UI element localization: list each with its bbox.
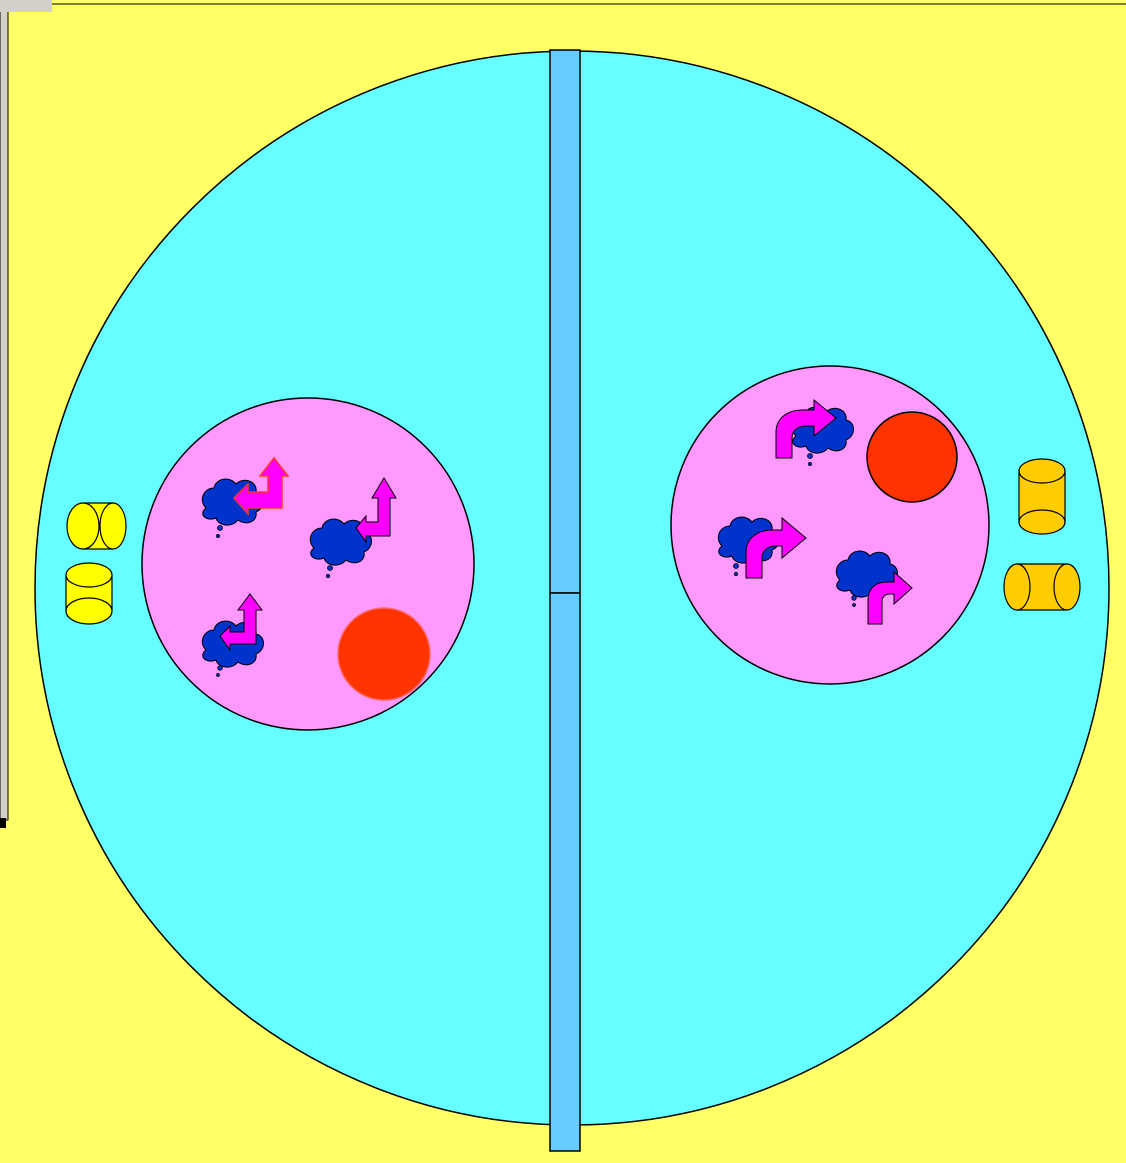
divider-top <box>550 50 580 593</box>
cylinder-right-vertical <box>1019 459 1065 534</box>
red-ball-right <box>867 412 957 502</box>
cylinder-left-horizontal <box>67 503 126 549</box>
red-ball-left <box>338 608 430 700</box>
left-frame-mark <box>0 818 6 828</box>
cylinder-left-vertical <box>66 563 112 624</box>
inner-circle-left <box>142 398 474 730</box>
cylinder-right-horizontal <box>1004 564 1080 610</box>
left-frame-bar <box>0 0 8 820</box>
corner-tab <box>0 0 52 12</box>
divider-bottom <box>550 593 580 1151</box>
